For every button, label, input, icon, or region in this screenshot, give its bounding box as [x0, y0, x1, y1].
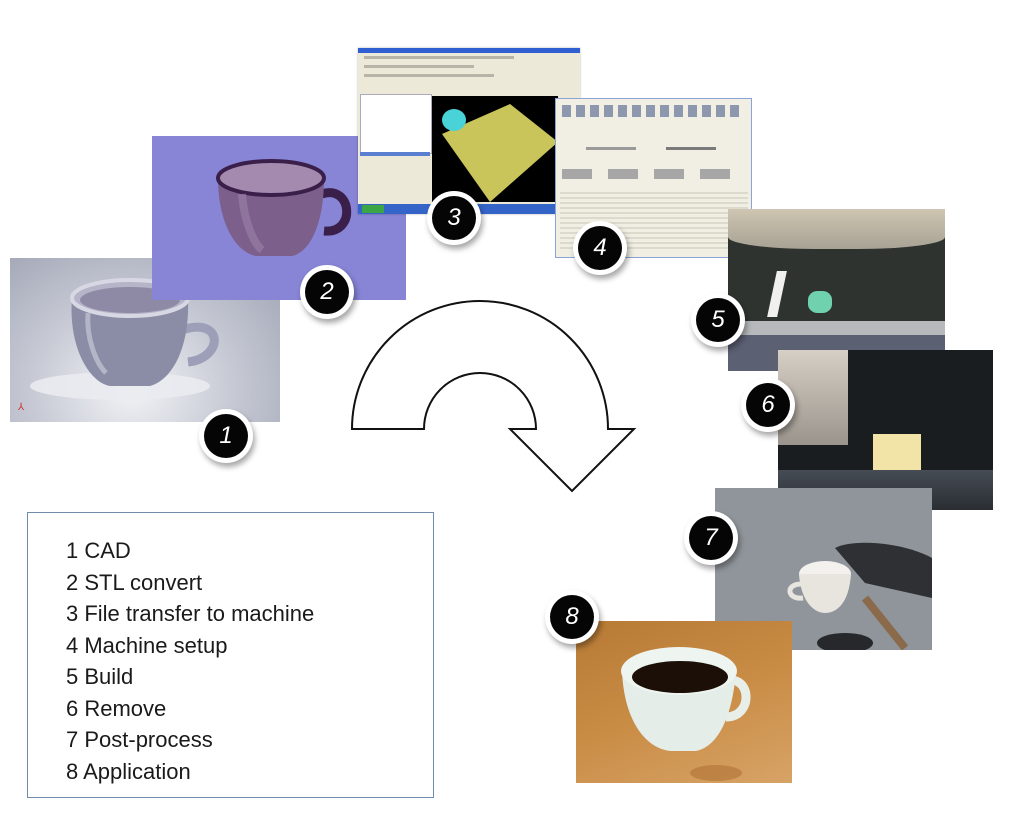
step-7-badge: 7 — [689, 516, 733, 560]
legend-item-cad: 1 CAD — [66, 538, 131, 563]
step-8-badge: 8 — [550, 595, 594, 639]
stl-cup-mesh — [216, 159, 352, 256]
step-5-badge: 5 — [696, 298, 740, 342]
svg-text:⅄: ⅄ — [17, 402, 25, 413]
legend-item-application: 8 Application — [66, 758, 191, 784]
legend-item-post-process: 7 Post-process — [66, 727, 213, 752]
legend-item-build: 5 Build — [66, 664, 134, 689]
legend-item-remove: 6 Remove — [66, 695, 167, 721]
step-1-badge: 1 — [204, 414, 248, 458]
process-flow-arrow-icon — [350, 300, 637, 493]
step-6-remove-image — [778, 350, 993, 510]
step-4-badge: 4 — [578, 226, 622, 270]
step-legend: 1 CAD 2 STL convert 3 File transfer to m… — [27, 512, 434, 798]
step-3-badge: 3 — [432, 196, 476, 240]
legend-item-stl-convert: 2 STL convert — [66, 569, 203, 595]
legend-item-file-transfer: 3 File transfer to machine — [66, 601, 315, 626]
step-6-badge: 6 — [746, 383, 790, 427]
step-2-badge: 2 — [305, 270, 349, 314]
step-3-software-image — [358, 48, 580, 214]
legend-item-machine-setup: 4 Machine setup — [66, 632, 228, 658]
step-5-build-image — [728, 209, 945, 371]
step-8-application-image — [576, 621, 792, 783]
